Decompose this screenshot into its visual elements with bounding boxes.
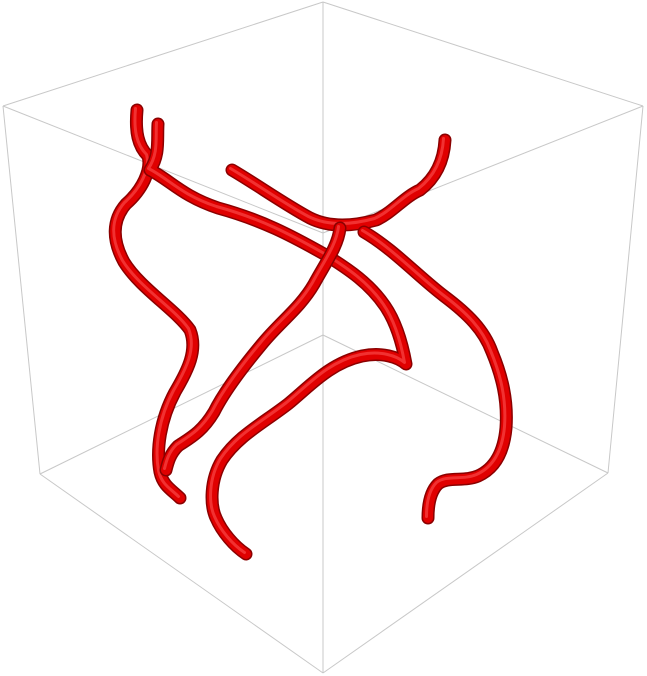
box-edge-top-front-right — [322, 105, 644, 234]
box-edge-back-left-bottom — [39, 334, 324, 475]
tube-d-highlight — [163, 225, 340, 470]
tube-c-highlight — [229, 137, 445, 225]
box-edge-bottom-front-right — [322, 472, 609, 674]
tube-b — [143, 117, 413, 561]
tube-e-body — [359, 227, 512, 523]
tube-e — [357, 225, 513, 525]
box-edge-left-vertical — [2, 105, 41, 475]
tube-d — [159, 221, 347, 477]
box-edge-top-front-left — [2, 105, 324, 234]
tube-e-highlight — [361, 229, 507, 518]
box-edge-bottom-front-left — [39, 473, 324, 674]
tube-b-highlight — [147, 121, 406, 554]
box-edge-right-vertical — [607, 105, 644, 474]
box-edge-top-back-left — [2, 1, 324, 107]
tube-curves — [108, 103, 513, 561]
tube-c-outline — [225, 133, 452, 232]
tube-c — [225, 133, 452, 232]
box-edge-top-back-right — [322, 1, 644, 107]
tube-d-body — [161, 223, 345, 475]
